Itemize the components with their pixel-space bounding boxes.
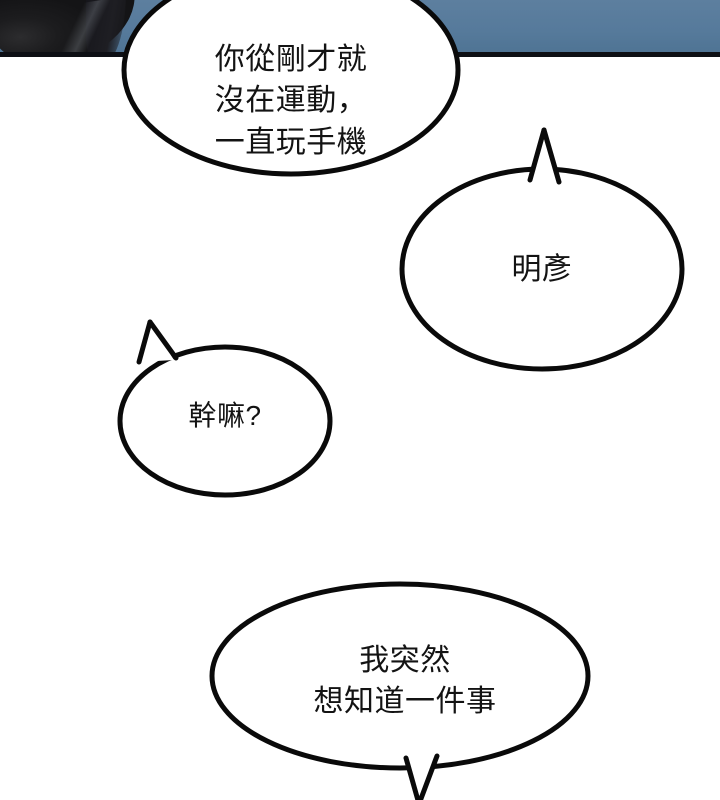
speech-bubble-3: 幹嘛? — [112, 314, 338, 498]
speech-bubble-2: 明彥 — [396, 124, 688, 374]
speech-bubble-4: 我突然 想知道一件事 — [208, 580, 602, 800]
speech-bubble-3-shape — [117, 319, 333, 498]
speech-bubble-2-shape — [399, 127, 685, 372]
character-hair-highlight — [36, 0, 122, 52]
speech-bubble-4-shape — [209, 581, 591, 800]
speech-bubble-1-shape — [121, 0, 461, 177]
